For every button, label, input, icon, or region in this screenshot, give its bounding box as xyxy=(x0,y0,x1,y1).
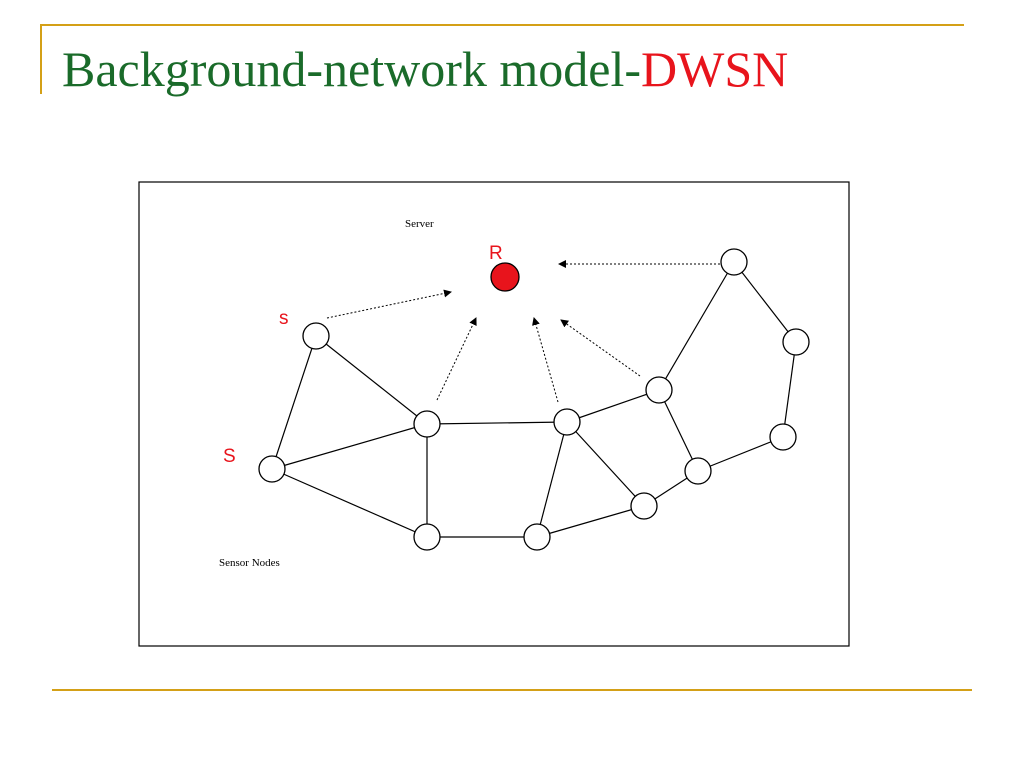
edge xyxy=(271,468,428,538)
server-node xyxy=(490,262,520,292)
edge xyxy=(566,421,645,507)
edge xyxy=(566,389,660,423)
sensor-node xyxy=(523,523,551,551)
slide-title: Background-network model-DWSN xyxy=(62,34,788,104)
edge xyxy=(782,341,797,438)
sensor-nodes-caption: Sensor Nodes xyxy=(219,557,280,569)
edge xyxy=(536,505,645,538)
report-arrow xyxy=(532,317,559,403)
sensor-nodes xyxy=(258,248,810,551)
network-edges xyxy=(271,261,797,538)
edge xyxy=(697,436,784,472)
server-label: R xyxy=(489,243,503,264)
sensor-node xyxy=(720,248,748,276)
sensor-node-s xyxy=(302,322,330,350)
slide-title-highlight: DWSN xyxy=(641,41,789,97)
report-arrow xyxy=(326,289,452,319)
sensor-node xyxy=(553,408,581,436)
sensor-node-S xyxy=(258,455,286,483)
report-arrow xyxy=(560,319,641,377)
server-caption: Server xyxy=(405,218,434,230)
edge xyxy=(733,261,797,343)
sensor-node xyxy=(684,457,712,485)
slide-title-main: Background-network model- xyxy=(62,41,642,97)
edge xyxy=(271,423,428,470)
report-arrow xyxy=(436,317,477,401)
title-accent-bar xyxy=(40,24,42,94)
sensor-node xyxy=(413,523,441,551)
edge xyxy=(536,421,568,538)
sensor-node xyxy=(769,423,797,451)
sensor-node xyxy=(413,410,441,438)
sensor-node xyxy=(782,328,810,356)
edge xyxy=(658,389,699,472)
edge xyxy=(426,421,568,425)
node-s-lower-label: s xyxy=(279,308,289,329)
edge xyxy=(658,261,735,391)
edge xyxy=(271,335,317,470)
node-s-upper-label: S xyxy=(223,446,236,467)
sensor-node xyxy=(645,376,673,404)
title-accent-line xyxy=(40,24,964,26)
footer-accent-line xyxy=(52,689,972,691)
report-arrows xyxy=(326,260,720,403)
edge xyxy=(315,335,428,425)
sensor-node xyxy=(630,492,658,520)
